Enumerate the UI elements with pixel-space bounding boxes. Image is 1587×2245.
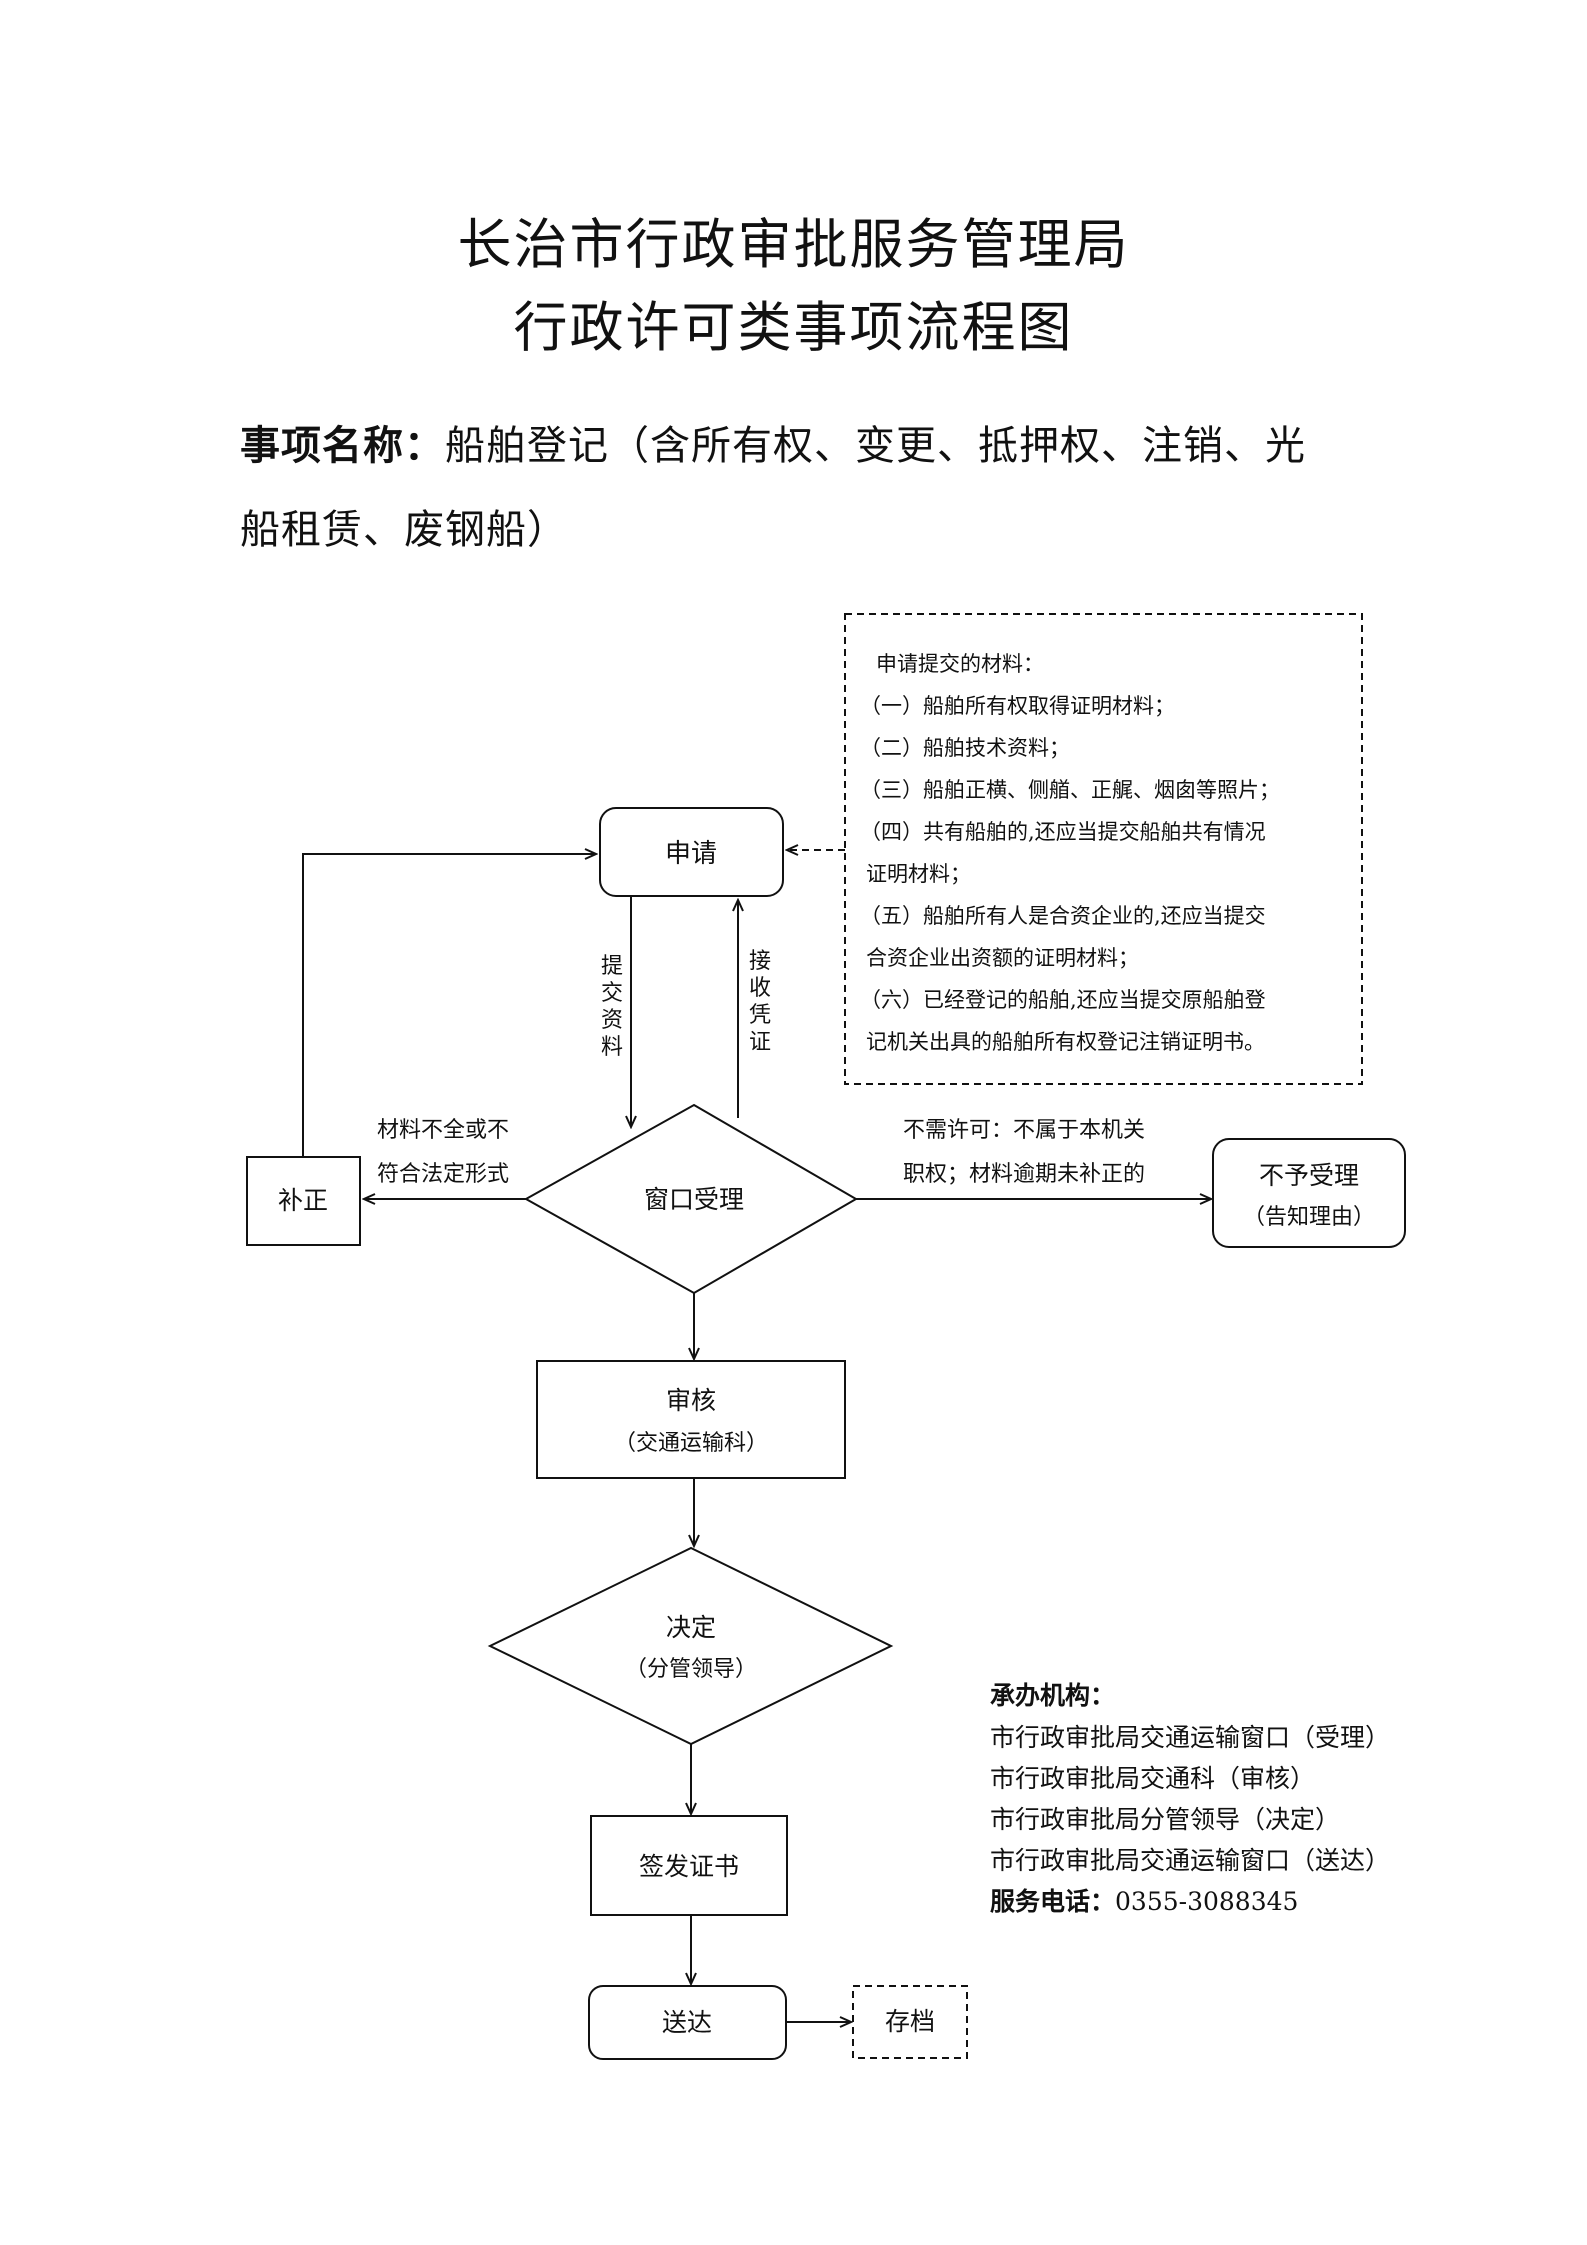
archive-label: 存档 [885,2007,935,2036]
deliver-label: 送达 [662,2008,712,2037]
subject-label: 事项名称： [240,422,445,469]
org-phone-row: 服务电话：0355-3088345 [990,1882,1298,1918]
review-box [536,1360,846,1479]
reject-sublabel: （告知理由） [1243,1205,1375,1230]
reject-reason-2: 职权；材料逾期未补正的 [903,1162,1145,1187]
correct-label: 补正 [278,1186,328,1215]
materials-line-9: 记机关出具的船舶所有权登记注销证明书。 [866,1030,1265,1054]
correct-reason-2: 符合法定形式 [377,1162,509,1187]
materials-line-4: （四）共有船舶的,还应当提交船舶共有情况 [860,820,1266,844]
reject-label: 不予受理 [1259,1161,1359,1190]
page-title-line2: 行政许可类事项流程图 [513,296,1074,359]
resubmit-arrow [302,854,596,1157]
subject-name-line1: 船舶登记（含所有权、变更、抵押权、注销、光 [445,423,1306,469]
materials-box [844,613,1363,1085]
decide-sublabel: （分管领导） [625,1657,757,1682]
receipt-char-4: 证 [749,1030,771,1055]
materials-line-1: （一）船舶所有权取得证明材料； [860,694,1175,718]
materials-line-2: （二）船舶技术资料； [860,736,1070,760]
materials-line-3: （三）船舶正横、侧艏、正艉、烟囱等照片； [860,778,1280,802]
correct-reason-1: 材料不全或不 [377,1118,509,1143]
archive-box [852,1985,968,2059]
org-line-4: 市行政审批局交通运输窗口（送达） [990,1846,1391,1875]
receipt-char-1: 接 [749,949,771,974]
review-sublabel: （交通运输科） [614,1431,768,1456]
materials-line-5: 证明材料； [866,862,971,886]
apply-label: 申请 [665,839,717,869]
org-title: 承办机构： [990,1681,1116,1710]
issue-label: 签发证书 [639,1852,739,1881]
org-line-1: 市行政审批局交通运输窗口（受理） [990,1723,1391,1752]
submit-char-4: 料 [601,1035,623,1060]
submit-char-1: 提 [601,954,623,979]
receipt-char-3: 凭 [749,1003,771,1028]
receipt-char-2: 收 [749,976,771,1001]
decide-diamond [487,1546,894,1746]
submit-char-2: 交 [601,981,623,1006]
org-phone: 0355-3088345 [1115,1887,1299,1916]
materials-line-6: （五）船舶所有人是合资企业的,还应当提交 [860,904,1266,928]
reject-box [1212,1138,1406,1248]
reject-reason-1: 不需许可：不属于本机关 [903,1118,1145,1143]
subject-name-line2: 船租赁、废钢船） [240,507,568,553]
org-line-3: 市行政审批局分管领导（决定） [990,1805,1341,1834]
review-label: 审核 [666,1386,716,1415]
materials-line-8: （六）已经登记的船舶,还应当提交原船舶登 [860,988,1266,1012]
window-label: 窗口受理 [644,1185,744,1214]
org-line-2: 市行政审批局交通科（审核） [990,1764,1316,1793]
page-title-line1: 长治市行政审批服务管理局 [457,213,1130,276]
subject-line1: 事项名称：船舶登记（含所有权、变更、抵押权、注销、光 [240,413,1306,471]
materials-line-7: 合资企业出资额的证明材料； [866,946,1139,970]
apply-box [599,807,784,897]
org-phone-label: 服务电话： [990,1887,1116,1916]
materials-title: 申请提交的材料： [876,652,1044,676]
submit-char-3: 资 [601,1008,623,1033]
decide-label: 决定 [666,1613,716,1642]
issue-box [590,1815,788,1916]
